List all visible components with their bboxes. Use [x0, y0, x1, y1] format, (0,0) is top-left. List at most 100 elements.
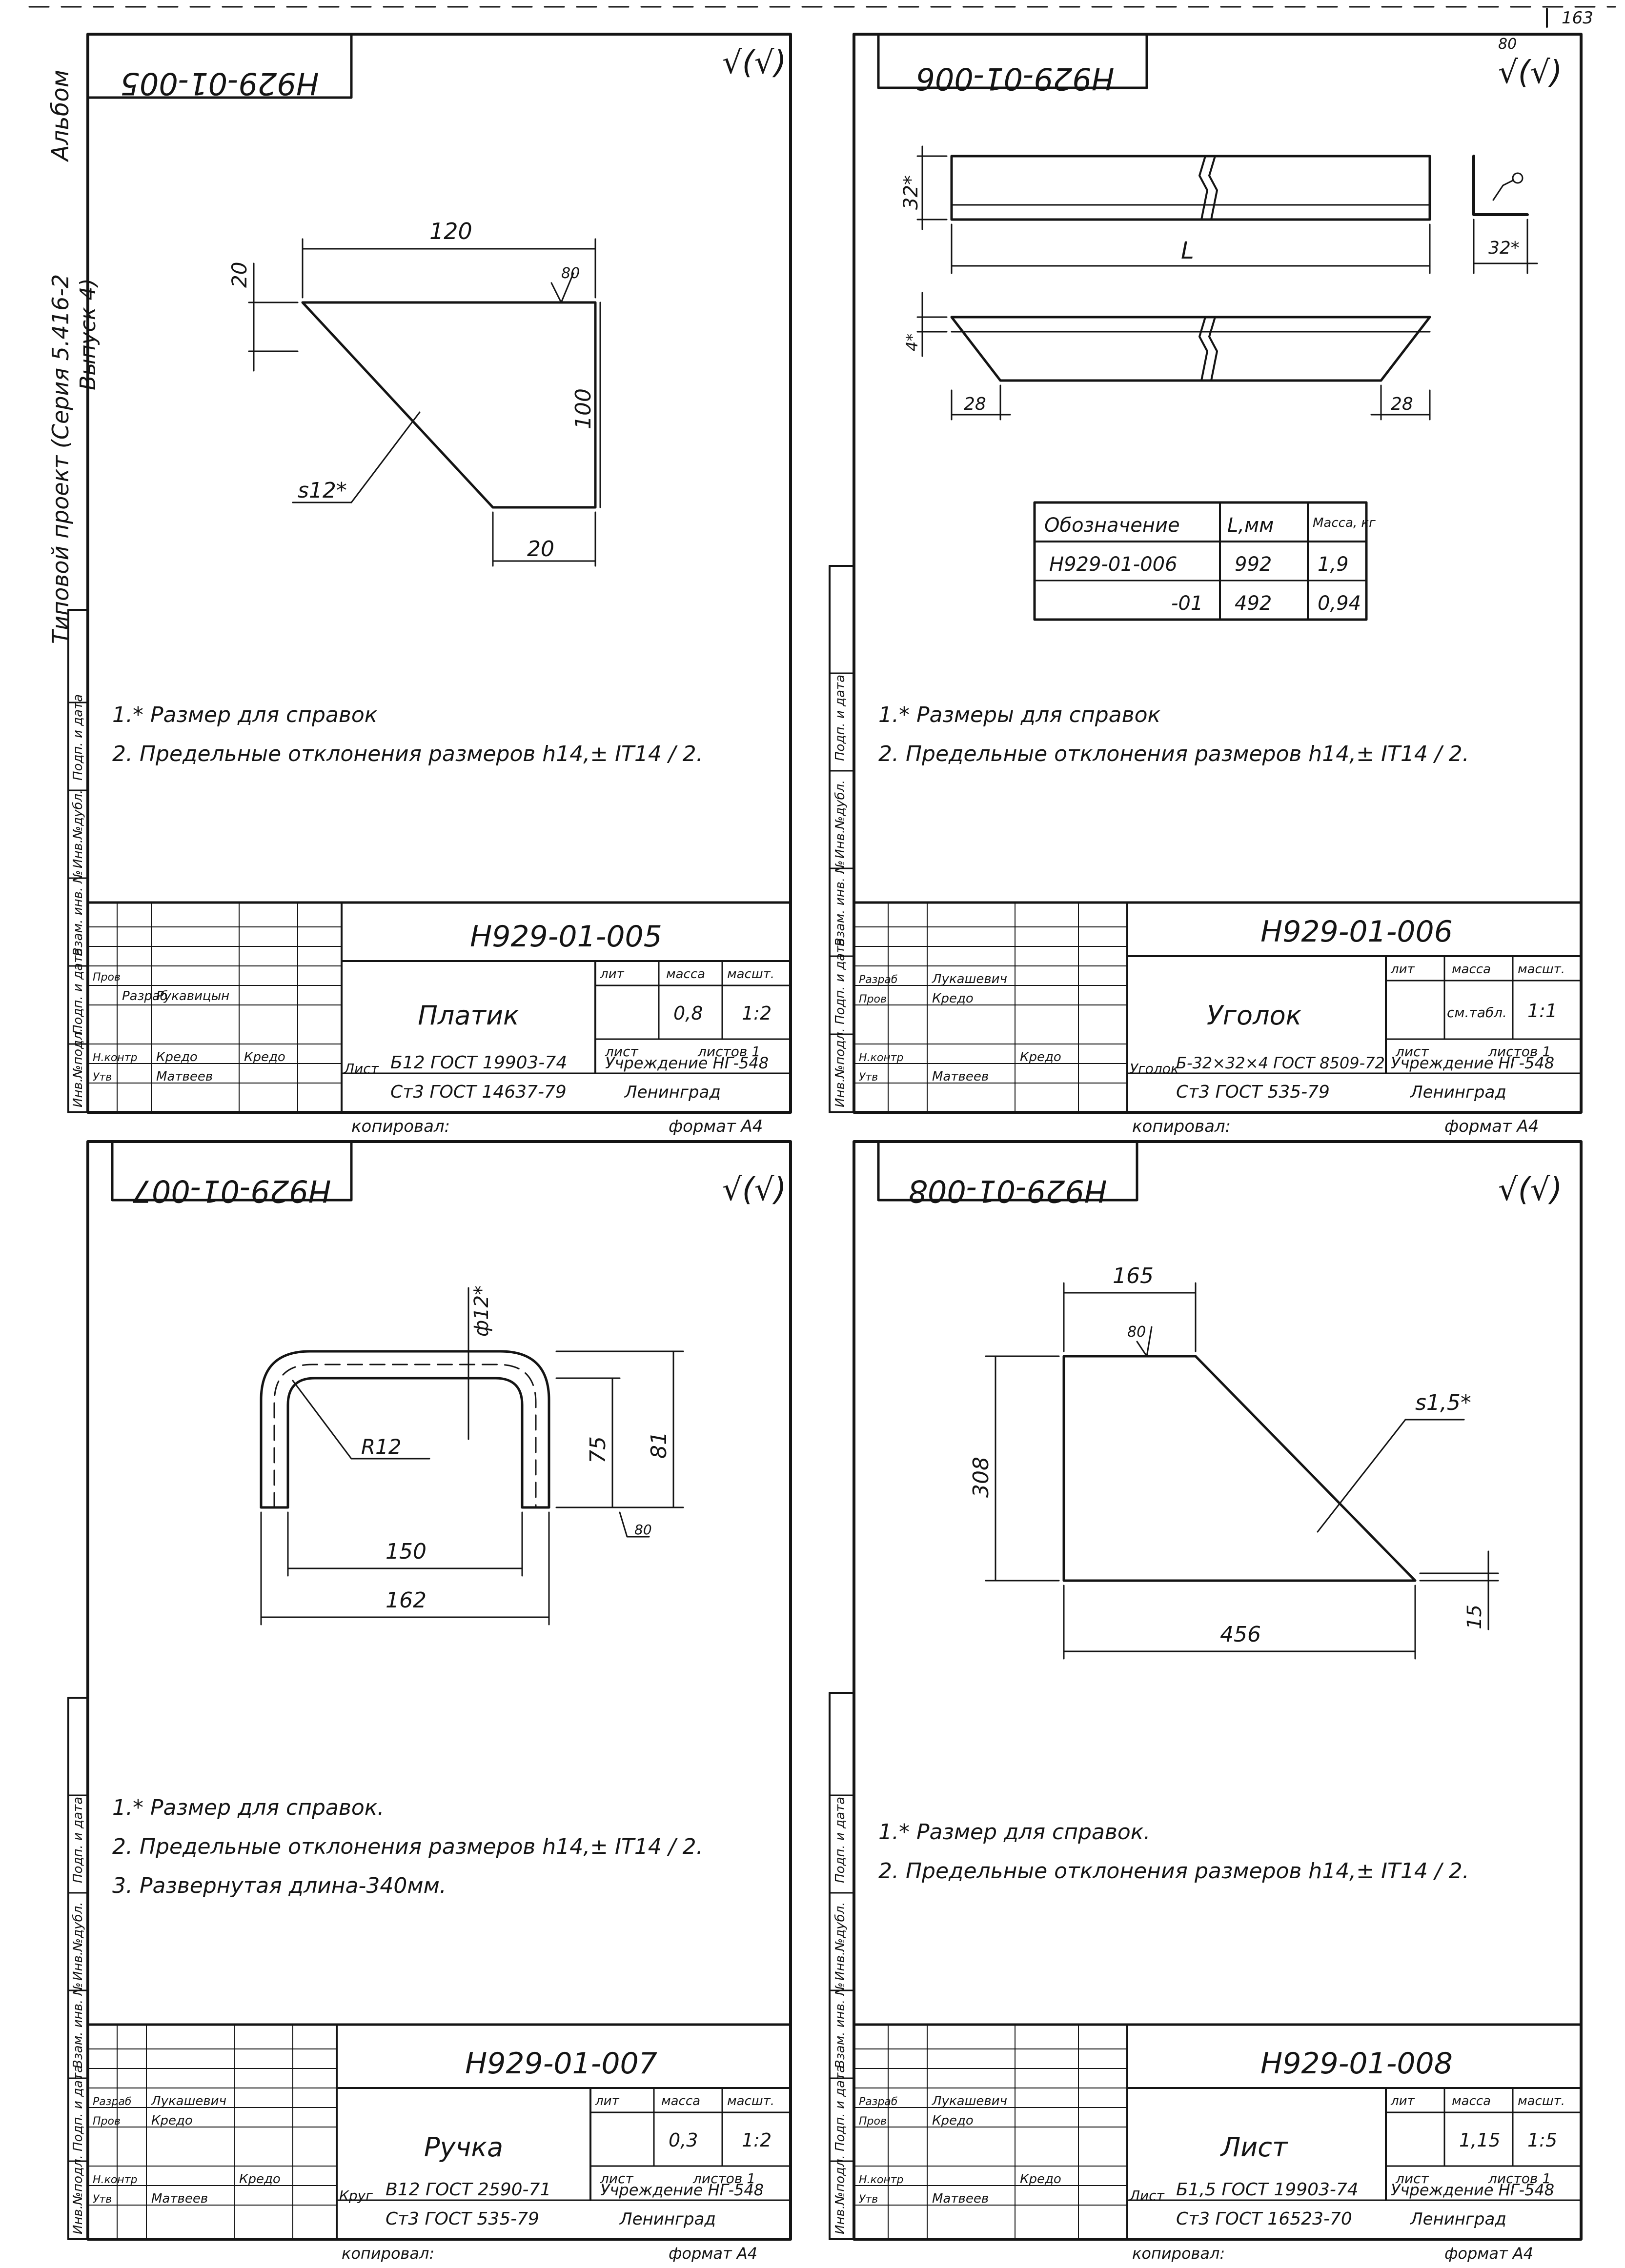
material-line-1: В12 ГОСТ 2590-71	[386, 2180, 551, 2200]
side-label: Инв.№дубл.	[71, 1902, 85, 1981]
sheet-code-mirrored: Н929-01-008	[909, 1173, 1107, 1209]
dimension-label: s1,5*	[1415, 1390, 1471, 1415]
note: 1.* Размер для справок	[112, 702, 378, 727]
header-scale: масшт.	[727, 967, 774, 982]
surface-mark: 80	[634, 1522, 652, 1538]
note: 2. Предельные отклонения размеров h14,± …	[112, 742, 703, 766]
role-label: Утв	[859, 1071, 878, 1084]
roughness-mark: √(√)	[1498, 1172, 1563, 1208]
material-line-1: Б-32×32×4 ГОСТ 8509-72	[1176, 1054, 1385, 1072]
signer: Лукашевич	[151, 2094, 226, 2108]
page-number: 163	[1562, 8, 1593, 28]
side-label: Взам. инв. №	[71, 1982, 85, 2068]
role-label: Пров	[93, 2115, 121, 2128]
dimension-label: s12*	[298, 478, 347, 503]
header-sheets: листов 1	[692, 2170, 755, 2187]
surface-mark: 80	[1127, 1324, 1146, 1341]
city: Ленинград	[624, 1083, 721, 1102]
table-cell: -01	[1171, 592, 1203, 615]
material-line-2: Ст3 ГОСТ 16523-70	[1176, 2209, 1352, 2229]
note: 2. Предельные отклонения размеров h14,± …	[878, 742, 1469, 766]
signer: Лукашевич	[932, 972, 1007, 986]
role-label: Н.контр	[93, 1052, 137, 1064]
header-scale: масшт.	[727, 2094, 774, 2108]
header-mass: масса	[1452, 962, 1491, 977]
header-sheet: лист	[1395, 2170, 1429, 2187]
signer: Лукашевич	[932, 2094, 1007, 2108]
title-block-code: Н929-01-006	[1260, 915, 1453, 949]
part-name: Уголок	[1207, 1000, 1302, 1031]
table-header: L,мм	[1227, 514, 1274, 537]
copied-label: копировал:	[1132, 1117, 1231, 1136]
note: 1.* Размер для справок.	[112, 1795, 384, 1820]
role-label: Разраб	[93, 2096, 131, 2108]
material-label: Лист	[1129, 2188, 1165, 2204]
note: 2. Предельные отклонения размеров h14,± …	[112, 1834, 703, 1859]
sheet-code-mirrored: Н929-01-005	[121, 66, 319, 101]
header-lit: лит	[595, 2094, 620, 2108]
title-block-code: Н929-01-005	[470, 920, 662, 954]
scale-value: 1:2	[742, 2129, 772, 2151]
header-mass: масса	[661, 2094, 700, 2108]
signer: Кредо	[1020, 2172, 1061, 2187]
sheet-h929-01-007: Инв.№подл. Подп. и дата Взам. инв. № Инв…	[67, 1140, 792, 2263]
table-cell: Н929-01-006	[1049, 553, 1178, 576]
dimension-label: 456	[1220, 1622, 1261, 1647]
dimension-label: 20	[227, 262, 251, 288]
scale-value: 1:2	[742, 1003, 772, 1024]
side-label: Подп. и дата	[833, 2065, 848, 2151]
role-label: Н.контр	[859, 1052, 903, 1064]
variants-table: Обозначение L,мм Масса, кг Н929-01-006 9…	[1033, 501, 1376, 621]
role-label: Пров	[859, 993, 887, 1005]
signer: Кредо	[239, 2172, 281, 2187]
table-cell: 992	[1235, 553, 1272, 576]
side-label: Подп. и дата	[833, 675, 848, 761]
series-label: Типовой проект (Серия 5.416-2	[47, 274, 74, 644]
side-label: Подп. и дата	[71, 948, 85, 1034]
note: 1.* Размер для справок.	[878, 1820, 1150, 1845]
organization: Учреждение НГ-548	[1391, 2181, 1554, 2199]
table-cell: 492	[1235, 592, 1272, 615]
signer: Рукавицын	[156, 989, 229, 1004]
title-block-code: Н929-01-008	[1260, 2047, 1453, 2081]
dimension-label: 165	[1113, 1264, 1154, 1288]
table-header: Обозначение	[1044, 514, 1180, 537]
sheet-code-mirrored: Н929-01-007	[133, 1173, 331, 1209]
dimension-label: 28	[964, 394, 986, 414]
note: 1.* Размеры для справок	[878, 702, 1160, 727]
mass-value: 0,8	[673, 1003, 703, 1024]
role-label: Утв	[859, 2193, 878, 2206]
material-line-2: Ст3 ГОСТ 14637-79	[390, 1082, 567, 1102]
side-label: Взам. инв. №	[833, 860, 848, 946]
role-label: Утв	[93, 1071, 112, 1084]
scale-value: 1:5	[1527, 2129, 1557, 2151]
signer: Матвеев	[932, 2191, 989, 2206]
material-label: Уголок	[1130, 1061, 1179, 1077]
signer: Кредо	[156, 1050, 198, 1064]
side-label: Инв.№подл.	[71, 1028, 85, 1107]
part-name: Ручка	[424, 2132, 503, 2163]
format-label: формат А4	[1444, 1117, 1539, 1136]
side-label: Инв.№дубл.	[71, 790, 85, 868]
city: Ленинград	[619, 2209, 716, 2229]
copied-label: копировал:	[351, 1117, 450, 1136]
signer: Матвеев	[151, 2191, 208, 2206]
signer: Матвеев	[932, 1069, 989, 1084]
side-label: Подп. и дата	[71, 694, 85, 781]
role-label: Разраб	[122, 989, 168, 1004]
signer: Кредо	[932, 2113, 974, 2128]
side-label: Инв.№дубл.	[833, 780, 848, 859]
material-label: Круг	[339, 2188, 373, 2204]
table-header: Масса, кг	[1313, 516, 1376, 530]
format-label: формат А4	[669, 1117, 763, 1136]
side-label: Подп. и дата	[71, 1797, 85, 1883]
signer: Кредо	[1020, 1050, 1061, 1064]
title-block-code: Н929-01-007	[465, 2047, 657, 2081]
header-sheet: лист	[605, 1044, 638, 1060]
material-line-1: Б1,5 ГОСТ 19903-74	[1176, 2180, 1359, 2200]
surface-mark: 80	[561, 265, 580, 282]
roughness-mark: √(√)	[722, 45, 787, 81]
dimension-label: 120	[429, 218, 472, 244]
